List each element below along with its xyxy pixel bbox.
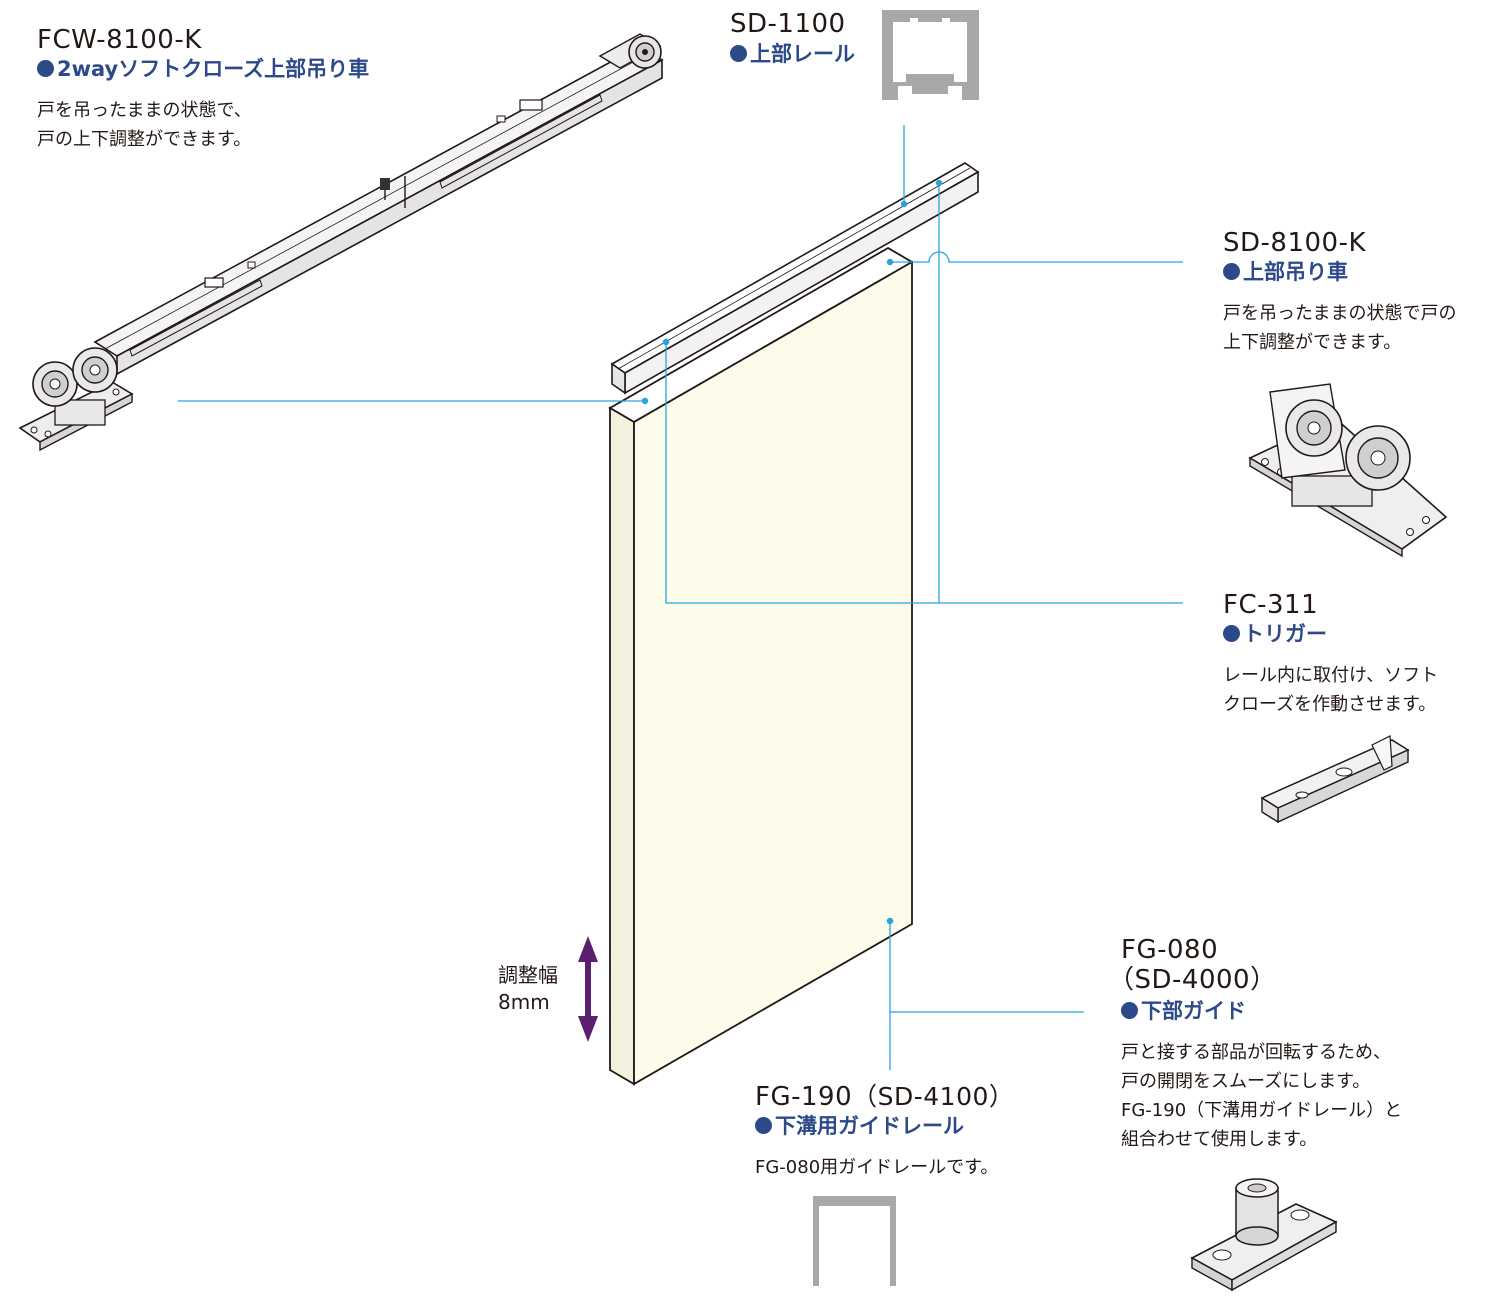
fg080-code: FG-080: [1121, 935, 1218, 965]
fg-190-section-illustration: [813, 1196, 896, 1286]
sd8100-name: 上部吊り車: [1223, 258, 1348, 286]
sd-1100-section-illustration: [882, 10, 979, 100]
fc311-desc: レール内に取付け、ソフト クローズを作動させます。: [1223, 661, 1438, 719]
bullet-dot-icon: [730, 45, 747, 62]
sd1100-code: SD-1100: [730, 9, 846, 39]
sd8100-code: SD-8100-K: [1223, 228, 1366, 258]
fc-311-illustration: [1262, 736, 1408, 822]
fg190-desc: FG-080用ガイドレールです。: [755, 1153, 998, 1182]
adjust-arrow-icon: [578, 936, 598, 1042]
bullet-dot-icon: [1223, 625, 1240, 642]
sd-8100-k-illustration: [1250, 384, 1446, 556]
bullet-dot-icon: [37, 60, 54, 77]
fg080-name: 下部ガイド: [1121, 997, 1246, 1025]
fg080-desc: 戸と接する部品が回転するため、 戸の開閉をスムーズにします。 FG-190（下溝…: [1121, 1038, 1402, 1154]
sd8100-desc: 戸を吊ったままの状態で戸の 上下調整ができます。: [1223, 299, 1456, 357]
sd1100-name: 上部レール: [730, 40, 855, 68]
fcw-name: 2wayソフトクローズ上部吊り車: [37, 55, 369, 83]
fcw-code: FCW-8100-K: [37, 25, 202, 55]
bullet-dot-icon: [755, 1117, 772, 1134]
fg190-name: 下溝用ガイドレール: [755, 1112, 964, 1140]
fcw-desc: 戸を吊ったままの状態で、 戸の上下調整ができます。: [37, 96, 252, 154]
bullet-dot-icon: [1121, 1002, 1138, 1019]
fc311-code: FC-311: [1223, 590, 1318, 620]
fc311-name: トリガー: [1223, 620, 1327, 648]
fg080-code-sub: （SD-4000）: [1108, 965, 1277, 995]
bullet-dot-icon: [1223, 263, 1240, 280]
fg-080-illustration: [1192, 1179, 1336, 1290]
adjust-label: 調整幅 8mm: [498, 962, 558, 1016]
leader-sd8100: [890, 252, 1183, 262]
fg190-code: FG-190（SD-4100）: [755, 1082, 1014, 1112]
